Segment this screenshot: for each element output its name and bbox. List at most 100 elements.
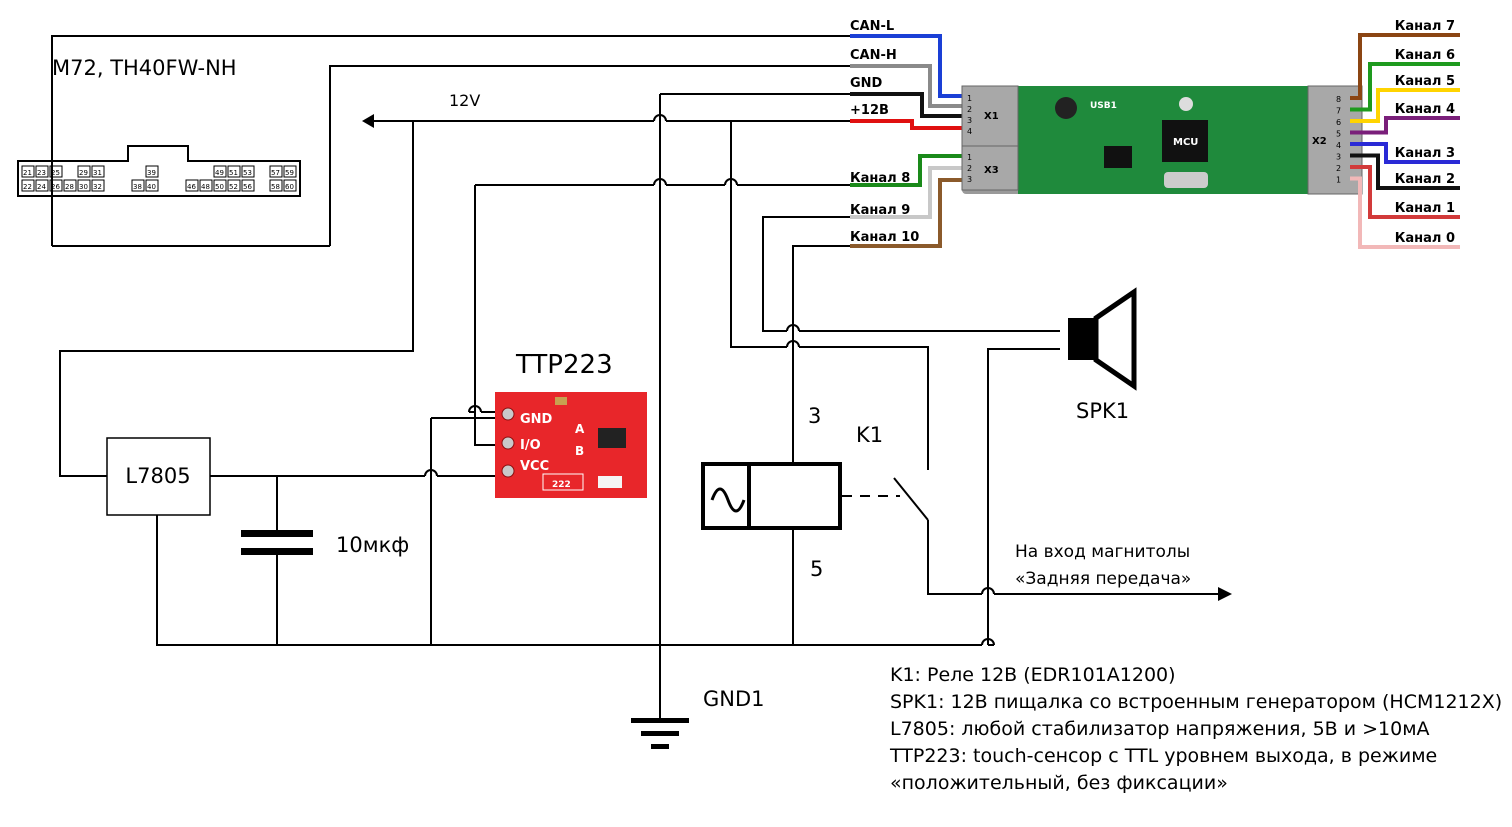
connector-pin: 56 (243, 183, 252, 191)
head-unit-title: M72, TH40FW-NH (52, 56, 237, 80)
x2-pin: 1 (1336, 176, 1341, 185)
note-spk1: SPK1: 12В пищалка со встроенным генерато… (890, 691, 1503, 713)
x3-pin: 1 (967, 153, 972, 162)
ch10-line (792, 245, 850, 464)
x1-pin: 4 (967, 127, 972, 136)
connector-pin: 46 (187, 183, 196, 191)
ttp-vcc: VCC (520, 459, 549, 474)
x1-pin: 2 (967, 105, 972, 114)
channel-label: Канал 3 (1395, 146, 1455, 161)
right-channel-wires: Канал 7 Канал 6 Канал 5 Канал 4 Канал 3 Канал… (1350, 19, 1460, 249)
speaker-spk1: SPK1 (1068, 287, 1137, 423)
channel-wire (1350, 33, 1460, 100)
channel-label: Канал 1 (1395, 201, 1455, 216)
x3-pin: 2 (967, 164, 972, 173)
connector-pin: 23 (37, 169, 46, 177)
connector-pin: 51 (229, 169, 238, 177)
wire-plus12: +12В (850, 103, 889, 118)
wire-can-l: CAN-L (850, 19, 894, 34)
module-x2: X2 (1312, 136, 1327, 147)
connector-pin: 22 (23, 183, 32, 191)
relay-pin5: 5 (810, 557, 823, 581)
regulator-label: L7805 (125, 464, 190, 488)
x2-pin: 5 (1336, 130, 1341, 139)
notes-block: K1: Реле 12В (EDR101A1200) SPK1: 12В пищ… (890, 662, 1502, 797)
relay-k1: 3 5 K1 На вход магнитолы «Задняя передач… (701, 404, 1232, 645)
connector-pin: 30 (79, 183, 88, 191)
channel-label: Канал 7 (1395, 19, 1455, 34)
module-left-wires: CAN-L CAN-H GND +12В 12V Канал 8 Канал 9… (449, 19, 968, 248)
ttp-io: I/O (520, 438, 541, 453)
x1-pin: 1 (967, 94, 972, 103)
output-note-1: На вход магнитолы (1015, 542, 1190, 562)
connector-pin: 29 (79, 169, 88, 177)
x1-pin: 3 (967, 116, 972, 125)
relay-label: K1 (856, 423, 883, 447)
connector-pin: 48 (201, 183, 210, 191)
channel-wire (1350, 176, 1460, 249)
channel-label: Канал 4 (1395, 102, 1455, 117)
plus12-arrow (362, 114, 374, 128)
wire-ch8: Канал 8 (850, 171, 910, 186)
channel-label: Канал 5 (1395, 74, 1455, 89)
connector-pin: 49 (215, 169, 224, 177)
connector-pin: 57 (271, 169, 280, 177)
connector-pin: 31 (93, 169, 102, 177)
regulator-l7805: L7805 (106, 437, 211, 516)
module-x3: X3 (984, 165, 999, 176)
module-usb: USB1 (1090, 101, 1117, 111)
capacitor: 10мкф (241, 476, 409, 645)
connector-pin: 60 (285, 183, 294, 191)
connector-pin: 28 (65, 183, 74, 191)
gnd-label: GND1 (703, 687, 765, 711)
wire-ch9: Канал 9 (850, 203, 910, 218)
channel-label: Канал 0 (1395, 231, 1455, 246)
note-l7805: L7805: любой стабилизатор напряжения, 5В… (890, 718, 1430, 740)
gnd-symbol: GND1 (631, 687, 765, 749)
ttp-a: A (575, 422, 585, 436)
connector-pin: 52 (229, 183, 238, 191)
capacitor-label: 10мкф (336, 533, 409, 557)
relay-feed (730, 121, 929, 470)
x2-pin: 8 (1336, 95, 1341, 104)
note-ttp223-mode: «положительный, без фиксации» (890, 772, 1228, 794)
can-l-wire-black (51, 35, 850, 246)
ttp-title: TTP223 (515, 350, 613, 380)
channel-wire (1350, 165, 1460, 219)
channel-label: Канал 2 (1395, 172, 1455, 187)
connector-pin: 26 (51, 183, 60, 191)
ttp223-module: TTP223 GND I/O VCC A B 222 (495, 350, 647, 498)
channel-wire (1350, 116, 1460, 135)
wire-12v: 12V (449, 91, 480, 110)
connector-pin: 58 (271, 183, 280, 191)
connector-pin: 40 (147, 183, 156, 191)
connector-pin: 24 (37, 183, 46, 191)
note-k1: K1: Реле 12В (EDR101A1200) (890, 664, 1176, 686)
reg-feed (59, 121, 414, 477)
wire-gnd: GND (850, 76, 883, 91)
ch9-line (762, 216, 1060, 332)
channel-wire (1350, 153, 1460, 190)
connector-pin: 38 (133, 183, 142, 191)
module-x1: X1 (984, 111, 999, 122)
connector-pin: 25 (51, 169, 60, 177)
wire-ch10: Канал 10 (850, 230, 919, 245)
channel-label: Канал 6 (1395, 48, 1455, 63)
connector-pin: 21 (23, 169, 32, 177)
ttp-b: B (575, 444, 584, 458)
ttp-chip: 222 (552, 480, 571, 490)
connector-pin: 32 (93, 183, 102, 191)
note-ttp223: TTP223: touch-сенсор с TTL уровнем выход… (890, 745, 1438, 767)
connector-pin: 50 (215, 183, 224, 191)
channel-wire (1350, 62, 1460, 112)
ttp-gnd-wire (469, 185, 498, 413)
can-h-wire-black (52, 65, 850, 247)
relay-pin3: 3 (808, 404, 821, 428)
x2-pin: 7 (1336, 107, 1341, 116)
channel-wire (1350, 142, 1460, 164)
channel-wire (1350, 88, 1460, 123)
